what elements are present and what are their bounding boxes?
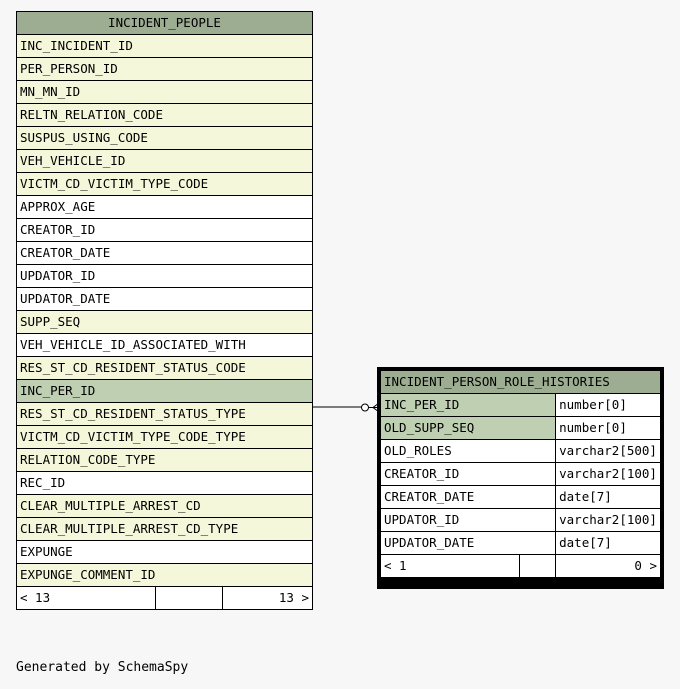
column-row[interactable]: UPDATOR_ID — [16, 264, 313, 288]
footer-right-count[interactable]: 13 > — [222, 586, 313, 610]
column-type: date[7] — [555, 485, 661, 509]
column-row[interactable]: CLEAR_MULTIPLE_ARREST_CD_TYPE — [16, 517, 313, 541]
column-row[interactable]: VEH_VEHICLE_ID_ASSOCIATED_WITH — [16, 333, 313, 357]
crow-foot-lower — [372, 407, 380, 413]
column-row[interactable]: CREATOR_DATE — [16, 241, 313, 265]
column-type: date[7] — [555, 531, 661, 555]
column-name[interactable]: UPDATOR_DATE — [379, 531, 557, 555]
footer-left-count[interactable]: < 13 — [16, 586, 156, 610]
column-row[interactable]: VICTM_CD_VICTIM_TYPE_CODE — [16, 172, 313, 196]
column-type: varchar2[500] — [555, 439, 661, 463]
column-row[interactable]: MN_MN_ID — [16, 80, 313, 104]
column-row[interactable]: PER_PERSON_ID — [16, 57, 313, 81]
column-row[interactable]: EXPUNGE — [16, 540, 313, 564]
column-row[interactable]: UPDATOR_DATE — [16, 287, 313, 311]
footer-right-count[interactable]: 0 > — [555, 554, 661, 578]
footer-middle[interactable] — [154, 586, 224, 610]
column-name[interactable]: OLD_ROLES — [379, 439, 557, 463]
column-type: varchar2[100] — [555, 462, 661, 486]
zero-optional-marker — [361, 403, 369, 412]
column-row[interactable]: VEH_VEHICLE_ID — [16, 149, 313, 173]
generated-by-text: Generated by SchemaSpy — [16, 660, 189, 675]
column-name[interactable]: OLD_SUPP_SEQ — [379, 416, 557, 440]
column-name[interactable]: INC_PER_ID — [379, 393, 557, 417]
column-row[interactable]: SUPP_SEQ — [16, 310, 313, 334]
column-type: number[0] — [555, 393, 661, 417]
footer-left-count[interactable]: < 1 — [379, 554, 521, 578]
column-row[interactable]: RELTN_RELATION_CODE — [16, 103, 313, 127]
column-row[interactable]: CREATOR_ID — [16, 218, 313, 242]
column-row[interactable]: REC_ID — [16, 471, 313, 495]
column-row[interactable]: RELATION_CODE_TYPE — [16, 448, 313, 472]
column-row[interactable]: RES_ST_CD_RESIDENT_STATUS_CODE — [16, 356, 313, 380]
incident-person-role-histories-table[interactable]: INCIDENT_PERSON_ROLE_HISTORIES INC_PER_I… — [377, 367, 664, 589]
column-row[interactable]: INC_PER_ID — [16, 379, 313, 403]
crow-foot-upper — [372, 402, 380, 408]
table-title[interactable]: INCIDENT_PEOPLE — [16, 11, 313, 35]
column-name[interactable]: UPDATOR_ID — [379, 508, 557, 532]
column-row[interactable]: CLEAR_MULTIPLE_ARREST_CD — [16, 494, 313, 518]
table-title[interactable]: INCIDENT_PERSON_ROLE_HISTORIES — [380, 370, 661, 394]
column-type: varchar2[100] — [555, 508, 661, 532]
column-row[interactable]: APPROX_AGE — [16, 195, 313, 219]
column-row[interactable]: RES_ST_CD_RESIDENT_STATUS_TYPE — [16, 402, 313, 426]
footer-middle[interactable] — [519, 554, 557, 578]
